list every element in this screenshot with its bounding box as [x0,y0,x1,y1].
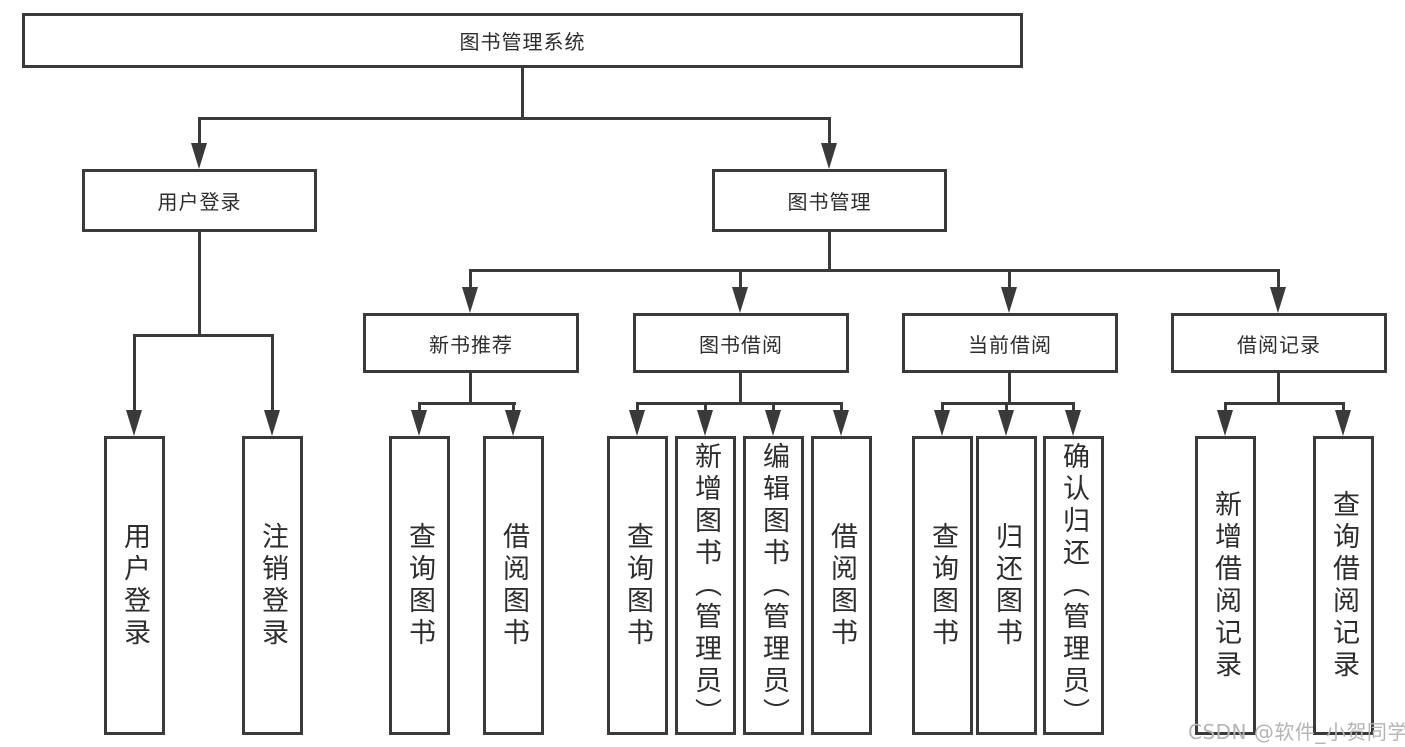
node-label: 查询图书 [622,521,653,650]
node-label: 图书借阅 [699,332,783,357]
arrow-down-icon [1217,410,1233,436]
connector-line [469,269,472,289]
node-label: 编辑图书（管理员） [758,441,789,730]
node-label: 用户登录 [157,190,242,214]
connector-line [1008,269,1011,289]
node-label: 借阅图书 [826,521,857,650]
connector-line [1277,373,1280,405]
connector-line [1342,402,1345,412]
leaf-query-borrow-record: 查询借阅记录 [1313,436,1374,735]
connector-line [704,402,707,412]
arrow-down-icon [833,410,849,436]
arrow-down-icon [264,410,280,436]
leaf-edit-books-admin: 编辑图书（管理员） [743,436,804,735]
leaf-query-books-current: 查询图书 [912,436,973,735]
arrow-down-icon [1065,410,1081,436]
node-label: 新增借阅记录 [1210,489,1241,682]
node-label: 归还图书 [991,521,1022,650]
csdn-watermark: CSDN @软件_小贺同学 [1188,720,1405,744]
arrow-down-icon [191,143,207,169]
arrow-down-icon [629,410,645,436]
node-new-book-recommendation: 新书推荐 [363,313,579,373]
connector-line [1005,402,1008,412]
node-label: 查询图书 [927,521,958,650]
leaf-confirm-return-admin: 确认归还（管理员） [1043,436,1104,735]
arrow-down-icon [1335,410,1351,436]
connector-line [1224,402,1227,412]
node-label: 查询借阅记录 [1328,489,1359,682]
arrow-down-icon [821,143,837,169]
arrow-down-icon [126,410,142,436]
leaf-add-borrow-record: 新增借阅记录 [1195,436,1256,735]
arrow-down-icon [998,410,1014,436]
connector-line [521,68,524,119]
node-book-borrowing: 图书借阅 [633,313,849,373]
connector-line [271,334,274,412]
node-label: 借阅图书 [498,521,529,650]
connector-line [828,232,831,272]
node-label: 当前借阅 [968,332,1052,357]
connector-line [198,117,831,120]
arrow-down-icon [934,410,950,436]
connector-line [1072,402,1075,412]
arrow-down-icon [1001,287,1017,313]
connector-line [1224,402,1345,405]
connector-line [739,269,742,289]
arrow-down-icon [505,410,521,436]
connector-line [840,402,843,412]
connector-line [941,402,944,412]
node-label: 确认归还（管理员） [1058,441,1089,730]
node-label: 新书推荐 [429,332,513,357]
connector-line [636,402,843,405]
arrow-down-icon [732,287,748,313]
arrow-down-icon [462,287,478,313]
connector-line [469,269,1280,272]
node-label: 新增图书（管理员） [690,441,721,730]
connector-line [1277,269,1280,289]
leaf-add-books-admin: 新增图书（管理员） [675,436,736,735]
leaf-query-books-recommend: 查询图书 [389,436,450,735]
node-label: 图书管理 [787,190,872,214]
leaf-borrow-books: 借阅图书 [811,436,872,735]
node-label: 图书管理系统 [459,30,586,54]
node-current-borrowing: 当前借阅 [902,313,1118,373]
leaf-return-books: 归还图书 [976,436,1037,735]
arrow-down-icon [1270,287,1286,313]
leaf-query-books-borrowing: 查询图书 [607,436,668,735]
connector-line [198,232,201,337]
leaf-user-login: 用户登录 [104,436,165,735]
connector-line [133,334,274,337]
connector-line [418,402,516,405]
node-label: 用户登录 [119,521,150,650]
node-label: 注销登录 [257,521,288,650]
arrow-down-icon [697,410,713,436]
connector-line [941,402,1075,405]
node-library-management-system: 图书管理系统 [22,13,1023,68]
leaf-borrow-books-recommend: 借阅图书 [483,436,544,735]
connector-line [512,402,515,412]
arrow-down-icon [411,410,427,436]
connector-line [772,402,775,412]
node-label: 查询图书 [404,521,435,650]
connector-line [469,373,472,405]
node-book-management: 图书管理 [712,169,947,232]
connector-line [198,117,201,148]
connector-line [739,373,742,405]
node-user-login: 用户登录 [82,169,317,232]
node-label: 借阅记录 [1237,332,1321,357]
connector-line [418,402,421,412]
arrow-down-icon [765,410,781,436]
node-borrowing-records: 借阅记录 [1171,313,1387,373]
connector-line [133,334,136,412]
connector-line [636,402,639,412]
connector-line [828,117,831,148]
connector-line [1008,373,1011,405]
leaf-logout: 注销登录 [242,436,303,735]
